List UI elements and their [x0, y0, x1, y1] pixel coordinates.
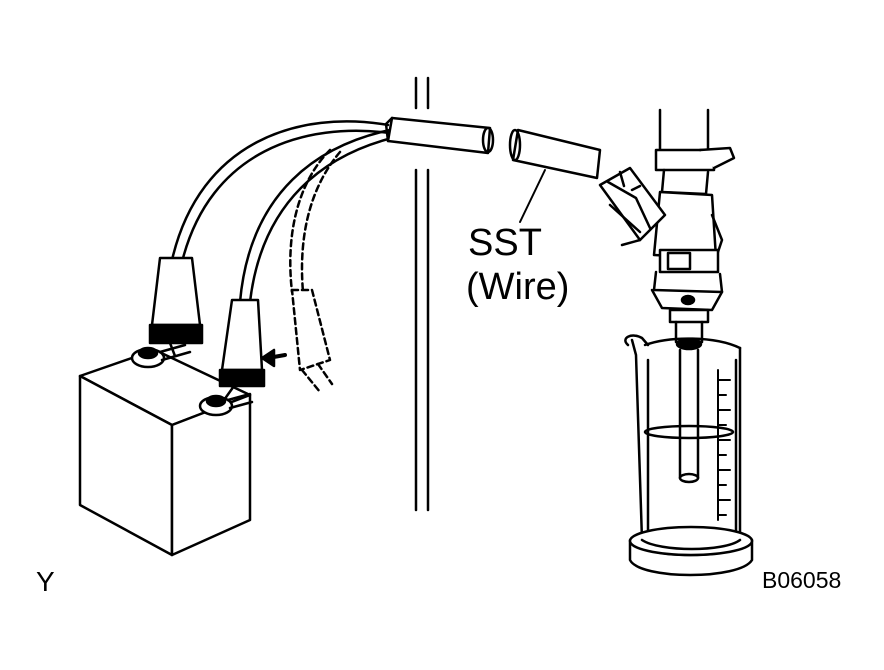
arrow-icon: [260, 348, 287, 368]
sst-wire-left: [384, 116, 495, 155]
clip-negative: [218, 298, 266, 402]
lead-negative: [238, 128, 394, 304]
lead-positive: [170, 120, 392, 264]
battery-terminal-negative: [198, 392, 254, 417]
wire-label: (Wire): [466, 266, 570, 308]
cylinder-scale-marks: [717, 369, 731, 521]
lead-negative-alt-dashed: [289, 148, 342, 294]
battery: [78, 343, 254, 557]
sst-wire-right: [508, 128, 602, 180]
corner-label: Y: [36, 566, 55, 597]
injector-connector: [598, 166, 667, 247]
center-divider: [414, 76, 430, 512]
clip-negative-alt-dashed: [290, 288, 334, 394]
graduated-cylinder: [624, 334, 754, 577]
fuel-injector: [650, 108, 736, 351]
sst-label: SST: [468, 222, 542, 264]
figure-code: B06058: [762, 567, 842, 593]
clip-positive: [148, 256, 204, 358]
sst-leader-line: [519, 169, 546, 223]
